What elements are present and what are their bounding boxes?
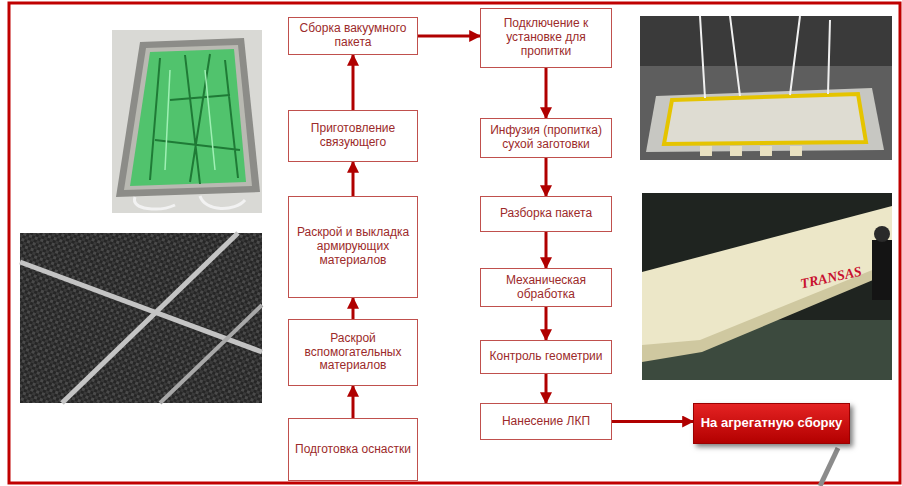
photo-finished-panel <box>642 193 892 380</box>
flow-arrow <box>612 420 693 423</box>
photo-infusion-setup <box>640 16 892 160</box>
process-box: Инфузия (пропитка) сухой заготовки <box>480 118 612 158</box>
box-text: На агрегатную сборку <box>701 416 843 431</box>
box-text: Нанесение ЛКП <box>502 415 590 429</box>
flow-arrow <box>545 307 548 340</box>
pointer-line <box>820 448 838 486</box>
photo-vacuum-bag <box>112 30 262 213</box>
process-box: Сборка вакуумного пакета <box>288 17 418 55</box>
flow-arrow <box>352 386 355 418</box>
box-text: Сборка вакуумного пакета <box>294 22 412 50</box>
process-box: Разборка пакета <box>480 196 612 232</box>
frame <box>9 3 900 483</box>
box-text: Раскрой вспомогательных материалов <box>294 332 412 373</box>
flow-arrow <box>545 232 548 268</box>
flow-arrow <box>545 158 548 196</box>
box-text: Инфузия (пропитка) сухой заготовки <box>486 124 606 152</box>
box-text: Контроль геометрии <box>489 350 602 364</box>
flow-arrow <box>545 68 548 118</box>
box-text: Разборка пакета <box>500 207 592 221</box>
box-text: Подключение к установке для пропитки <box>486 17 606 58</box>
logo-text: TRANSAS <box>799 264 863 293</box>
box-text: Приготовление связующего <box>294 122 412 150</box>
process-box: Нанесение ЛКП <box>480 403 612 440</box>
target-box: На агрегатную сборку <box>693 403 850 444</box>
process-box: Подготовка оснастки <box>288 418 418 481</box>
box-text: Подготовка оснастки <box>295 443 411 457</box>
process-box: Раскрой вспомогательных материалов <box>288 319 418 386</box>
flow-arrow <box>352 162 355 196</box>
process-box: Подключение к установке для пропитки <box>480 8 612 68</box>
flow-arrow <box>545 374 548 403</box>
process-box: Контроль геометрии <box>480 340 612 374</box>
box-text: Раскрой и выкладка армирующих материалов <box>294 226 412 267</box>
flow-arrow <box>352 55 355 110</box>
photo-carbon-fabric <box>20 233 262 403</box>
process-box: Приготовление связующего <box>288 110 418 162</box>
process-box: Механическая обработка <box>480 268 612 307</box>
flow-arrow <box>352 298 355 319</box>
box-text: Механическая обработка <box>486 274 606 302</box>
flow-arrow <box>418 35 480 38</box>
process-box: Раскрой и выкладка армирующих материалов <box>288 196 418 298</box>
